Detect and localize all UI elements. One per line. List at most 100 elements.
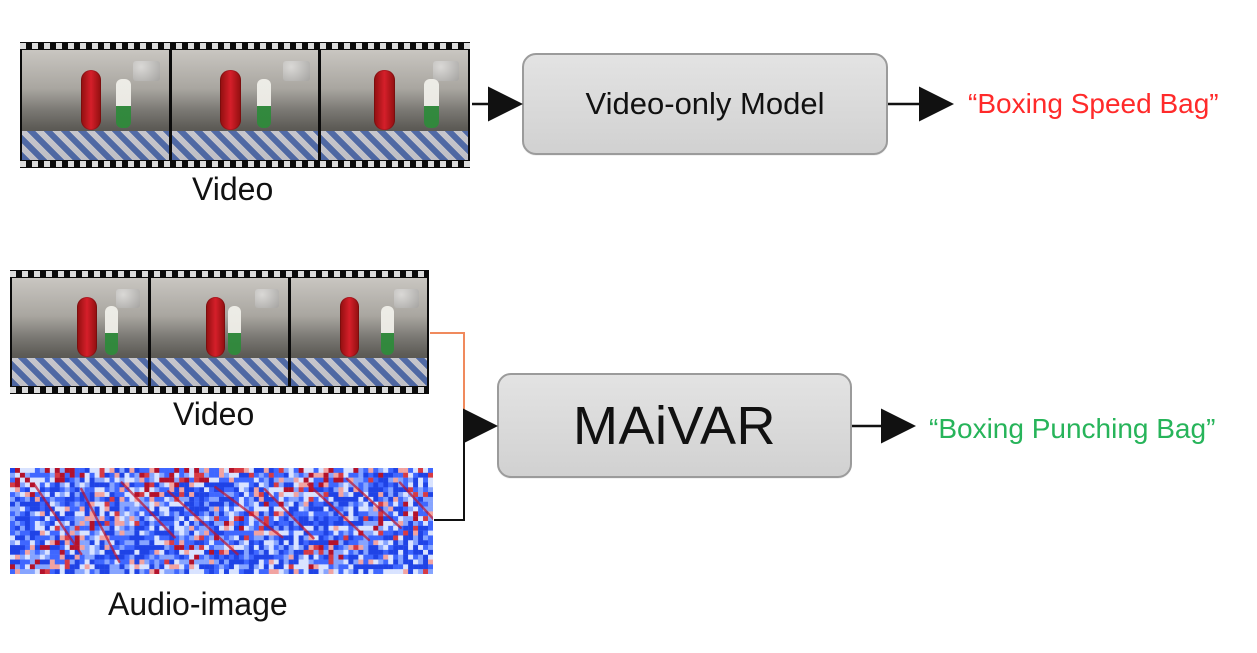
spectrogram-cell	[363, 559, 369, 565]
spectrogram-cell	[313, 540, 319, 546]
spectrogram-cell	[363, 487, 369, 493]
spectrogram-cell	[84, 506, 90, 512]
spectrogram-cell	[134, 540, 140, 546]
spectrogram-cell	[219, 554, 225, 560]
spectrogram-cell	[368, 545, 374, 551]
spectrogram-cell	[243, 501, 250, 507]
spectrogram-cell	[44, 530, 51, 536]
spectrogram-cell	[408, 559, 414, 565]
spectrogram-cell	[398, 511, 404, 517]
spectrogram-cell	[109, 521, 115, 527]
spectrogram-cell	[89, 482, 95, 488]
spectrogram-cell	[338, 569, 344, 574]
spectrogram-cell	[214, 492, 220, 498]
spectrogram-cell	[403, 472, 409, 478]
spectrogram-cell	[313, 564, 319, 570]
spectrogram-cell	[159, 511, 165, 517]
spectrogram-cell	[343, 549, 349, 555]
spectrogram-cell	[338, 545, 344, 551]
spectrogram-cell	[164, 564, 170, 570]
spectrogram-cell	[343, 472, 349, 478]
spectrogram-cell	[129, 569, 135, 574]
spectrogram-cell	[313, 521, 319, 527]
spectrogram-cell	[313, 559, 319, 565]
spectrogram-cell	[104, 492, 110, 498]
spectrogram-cell	[29, 492, 36, 498]
spectrogram-cell	[363, 525, 369, 531]
spectrogram-cell	[139, 521, 145, 527]
spectrogram-cell	[94, 477, 100, 483]
spectrogram-cell	[164, 516, 170, 522]
spectrogram-cell	[174, 549, 180, 555]
spectrogram-cell	[328, 564, 334, 570]
spectrogram-cell	[353, 511, 359, 517]
spectrogram-cell	[318, 530, 324, 536]
spectrogram-cell	[104, 530, 110, 536]
spectrogram-cell	[398, 535, 404, 541]
spectrogram-cell	[398, 506, 404, 512]
spectrogram-cell	[144, 559, 150, 565]
spectrogram-cell	[238, 511, 245, 517]
spectrogram-cell	[268, 559, 274, 565]
spectrogram-cell	[398, 540, 404, 546]
spectrogram-cell	[248, 564, 255, 570]
spectrogram-cell	[174, 477, 180, 483]
spectrogram-cell	[288, 516, 294, 522]
spectrogram-cell	[164, 482, 170, 488]
spectrogram-cell	[398, 492, 404, 498]
spectrogram-cell	[268, 530, 274, 536]
spectrogram-cell	[338, 549, 344, 555]
spectrogram-cell	[74, 487, 80, 493]
spectrogram-cell	[248, 477, 255, 483]
spectrogram-cell	[328, 472, 334, 478]
spectrogram-cell	[219, 516, 225, 522]
spectrogram-cell	[214, 545, 220, 551]
boxer	[380, 306, 395, 355]
spectrogram-cell	[44, 468, 51, 474]
spectrogram-cell	[358, 482, 364, 488]
spectrogram-cell	[84, 559, 90, 565]
spectrogram-cell	[204, 525, 210, 531]
spectrogram-cell	[84, 554, 90, 560]
spectrogram-cell	[408, 549, 414, 555]
spectrogram-cell	[353, 569, 359, 574]
spectrogram-cell	[189, 535, 195, 541]
spectrogram-cell	[179, 525, 185, 531]
spectrogram-cell	[428, 511, 433, 517]
spectrogram-cell	[144, 516, 150, 522]
spectrogram-cell	[214, 482, 220, 488]
spectrogram-cell	[393, 569, 399, 574]
spectrogram-cell	[408, 530, 414, 536]
spectrogram-cell	[209, 530, 215, 536]
spectrogram-cell	[358, 487, 364, 493]
spectrogram-cell	[124, 521, 130, 527]
spectrogram-cell	[44, 540, 51, 546]
spectrogram-cell	[363, 530, 369, 536]
spectrogram-cell	[94, 468, 100, 474]
spectrogram-cell	[174, 535, 180, 541]
spectrogram-cell	[243, 482, 250, 488]
spectrogram-cell	[413, 521, 419, 527]
spectrogram-cell	[243, 540, 250, 546]
spectrogram-cell	[408, 564, 414, 570]
spectrogram-cell	[293, 511, 299, 517]
spectrogram-cell	[99, 492, 105, 498]
spectrogram-cell	[29, 564, 36, 570]
spectrogram-cell	[104, 482, 110, 488]
spectrogram-cell	[169, 468, 175, 474]
spectrogram-cell	[318, 564, 324, 570]
spectrogram-cell	[189, 554, 195, 560]
spectrogram-cell	[323, 472, 329, 478]
spectrogram-cell	[69, 477, 75, 483]
spectrogram-cell	[139, 535, 145, 541]
spectrogram-cell	[428, 530, 433, 536]
spectrogram-cell	[223, 501, 230, 507]
spectrogram-cell	[373, 468, 379, 474]
spectrogram-cell	[49, 549, 55, 555]
spectrogram-cell	[44, 545, 51, 551]
spectrogram-cell	[303, 516, 309, 522]
spectrogram-cell	[233, 535, 240, 541]
spectrogram-cell	[353, 496, 359, 502]
spectrogram-cell	[64, 545, 70, 551]
spectrogram-cell	[49, 468, 55, 474]
